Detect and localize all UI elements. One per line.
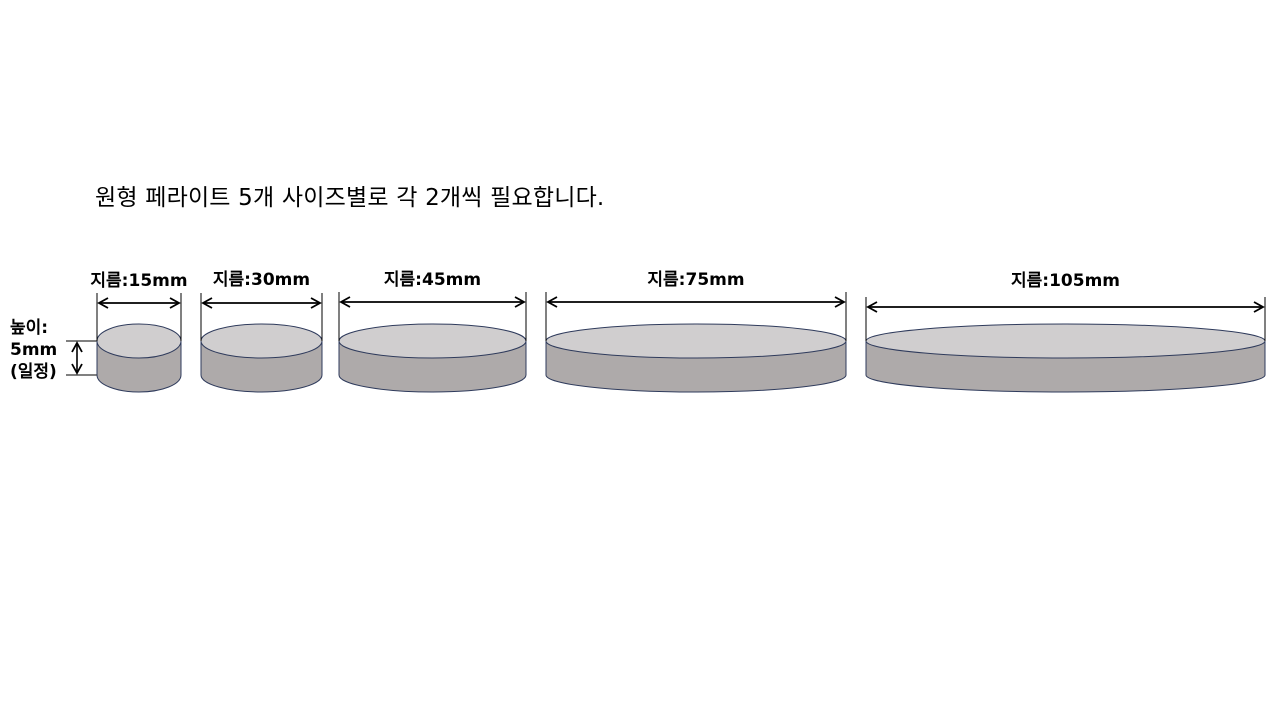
height-note-line3: (일정) bbox=[10, 362, 57, 382]
height-note-line2: 5mm bbox=[10, 340, 58, 360]
diameter-label: 지름:105mm bbox=[1011, 271, 1120, 291]
disk-top-face bbox=[200, 323, 323, 359]
height-note: 높이: 5mm (일정) bbox=[10, 317, 57, 383]
ferrite-disk-105mm: 지름:105mm bbox=[865, 271, 1266, 393]
ferrite-disk-30mm: 지름:30mm bbox=[200, 270, 323, 393]
disk-top-face bbox=[865, 323, 1266, 359]
ferrite-disk-15mm: 지름:15mm bbox=[90, 271, 188, 393]
diameter-label: 지름:45mm bbox=[384, 270, 481, 290]
height-note-line1: 높이: bbox=[10, 318, 49, 338]
height-dimension bbox=[66, 340, 98, 376]
diameter-label: 지름:15mm bbox=[90, 271, 187, 291]
ferrite-disk-45mm: 지름:45mm bbox=[338, 270, 527, 393]
disk-top-face bbox=[96, 323, 182, 359]
disk-top-face bbox=[545, 323, 847, 359]
diameter-label: 지름:30mm bbox=[213, 270, 310, 290]
ferrite-disk-75mm: 지름:75mm bbox=[545, 270, 847, 393]
diameter-label: 지름:75mm bbox=[647, 270, 744, 290]
disk-top-face bbox=[338, 323, 527, 359]
disks-layer: 지름:15mm 지름:30mm 지름:45mm 지름:75mm 지름:105mm bbox=[90, 270, 1266, 393]
headline-text: 원형 페라이트 5개 사이즈별로 각 2개씩 필요합니다. bbox=[95, 185, 605, 211]
